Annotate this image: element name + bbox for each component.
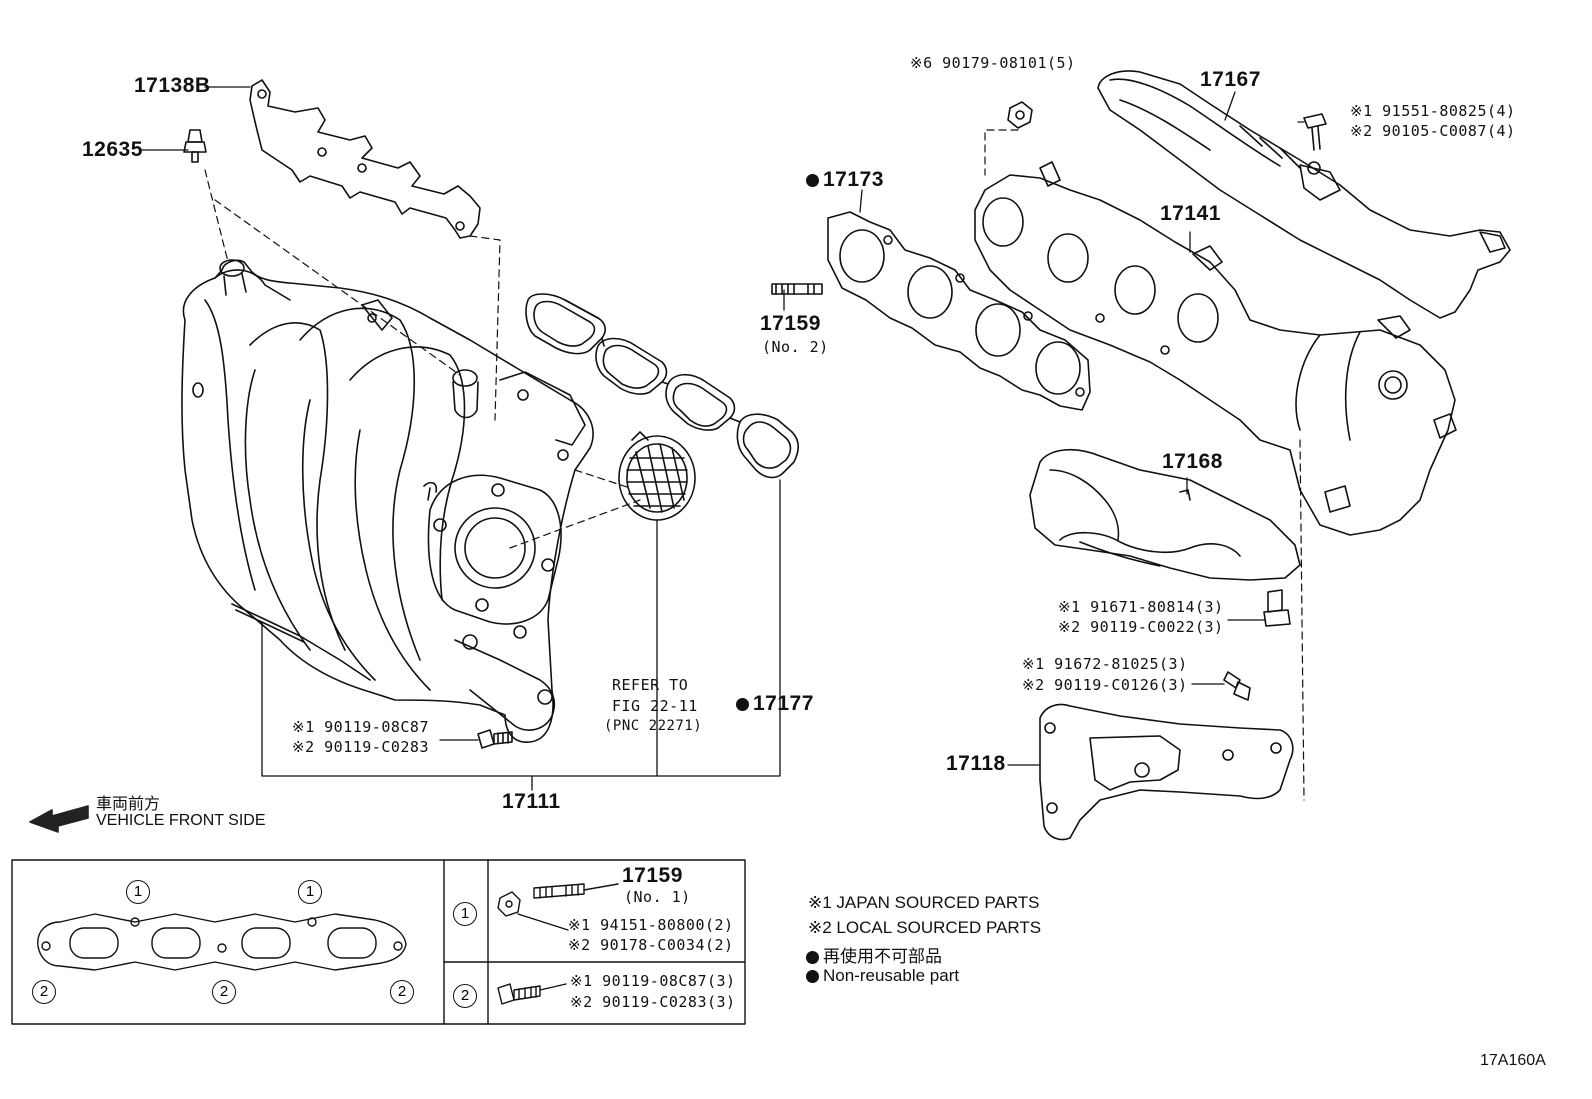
- part-label-12635: 12635: [82, 138, 143, 161]
- inset-fastener-94151: ※1 94151-80800(2): [568, 916, 734, 934]
- part-label-17159-no2: (No. 2): [762, 338, 829, 356]
- intake-gasket-17177-drawing: [525, 293, 800, 479]
- fastener-label-91672: ※1 91672-81025(3): [1022, 655, 1188, 673]
- direction-en: VEHICLE FRONT SIDE: [96, 812, 266, 829]
- refer-line3: (PNC 22271): [604, 718, 703, 734]
- inset-fastener-90119-08c87-3: ※1 90119-08C87(3): [570, 972, 736, 990]
- part-label-17141: 17141: [1160, 202, 1221, 225]
- bracket-17118-drawing: [1039, 703, 1294, 841]
- part-label-17159: 17159: [760, 312, 821, 335]
- fastener-drawings: [477, 101, 1327, 749]
- part-label-17168: 17168: [1162, 450, 1223, 473]
- legend-non-reusable-jp: 再使用不可部品: [806, 942, 942, 967]
- bracket-17138B-drawing: [249, 79, 481, 239]
- heat-insulator-17168-drawing: [1029, 448, 1301, 581]
- non-reusable-dot: [806, 951, 819, 965]
- inset-part-label-17159-no1: (No. 1): [624, 888, 691, 906]
- legend-non-reusable-en-text: Non-reusable part: [823, 966, 960, 985]
- stud-17159-drawing: [771, 283, 823, 295]
- inset-marker-2: 2: [212, 980, 236, 1004]
- throttle-gasket-drawing: [618, 431, 696, 521]
- part-label-17138B: 17138B: [134, 74, 211, 97]
- non-reusable-dot: [736, 697, 749, 711]
- fastener-label-90119-c0283: ※2 90119-C0283: [292, 738, 429, 756]
- part-label-17177: 17177: [736, 692, 814, 716]
- inset-box: [11, 859, 746, 1025]
- fastener-label-90105: ※2 90105-C0087(4): [1350, 122, 1516, 140]
- figure-id: 17A160A: [1480, 1052, 1546, 1069]
- front-arrow: [29, 805, 89, 833]
- refer-line1: REFER TO: [612, 676, 689, 694]
- part-label-17173: 17173: [806, 168, 884, 192]
- fastener-label-90119-c0126: ※2 90119-C0126(3): [1022, 676, 1188, 694]
- heat-insulator-17167-drawing: [1097, 70, 1511, 319]
- non-reusable-dot: [806, 970, 819, 984]
- fastener-label-91551: ※1 91551-80825(4): [1350, 102, 1516, 120]
- legend-non-reusable-jp-text: 再使用不可部品: [823, 947, 942, 966]
- part-label-17118: 17118: [946, 752, 1006, 775]
- fastener-label-90119-c0022: ※2 90119-C0022(3): [1058, 618, 1224, 636]
- inset-marker-1: 1: [298, 880, 322, 904]
- inset-fastener-90119-c0283-3: ※2 90119-C0283(3): [570, 993, 736, 1011]
- legend-non-reusable-en: Non-reusable part: [806, 966, 959, 986]
- refer-line2: FIG 22-11: [612, 697, 698, 715]
- non-reusable-dot: [806, 173, 819, 187]
- fastener-label-91671: ※1 91671-80814(3): [1058, 598, 1224, 616]
- part-label-17173-text: 17173: [823, 168, 884, 191]
- inset-row-marker-2: 2: [453, 984, 477, 1008]
- leader-lines: [139, 86, 1305, 791]
- part-label-17167: 17167: [1200, 68, 1261, 91]
- exhaust-manifold-17141-drawing: [974, 161, 1457, 536]
- direction-jp: 車両前方: [96, 796, 161, 813]
- fastener-label-90179: ※6 90179-08101(5): [910, 54, 1076, 72]
- exhaust-gasket-17173-drawing: [827, 211, 1091, 411]
- inset-fastener-90178: ※2 90178-C0034(2): [568, 936, 734, 954]
- fastener-label-90119-08c87: ※1 90119-08C87: [292, 718, 429, 736]
- legend-local-sourced: ※2 LOCAL SOURCED PARTS: [808, 918, 1042, 937]
- part-label-17177-text: 17177: [753, 692, 814, 715]
- sensor-12635-drawing: [183, 129, 207, 163]
- inset-marker-2: 2: [32, 980, 56, 1004]
- legend-japan-sourced: ※1 JAPAN SOURCED PARTS: [808, 893, 1040, 912]
- inset-part-label-17159: 17159: [622, 864, 683, 887]
- intake-manifold-drawing: [181, 259, 594, 743]
- inset-marker-1: 1: [126, 880, 150, 904]
- part-label-17111: 17111: [502, 790, 561, 813]
- guide-lines: [204, 129, 1305, 801]
- inset-marker-2: 2: [390, 980, 414, 1004]
- inset-row-marker-1: 1: [453, 902, 477, 926]
